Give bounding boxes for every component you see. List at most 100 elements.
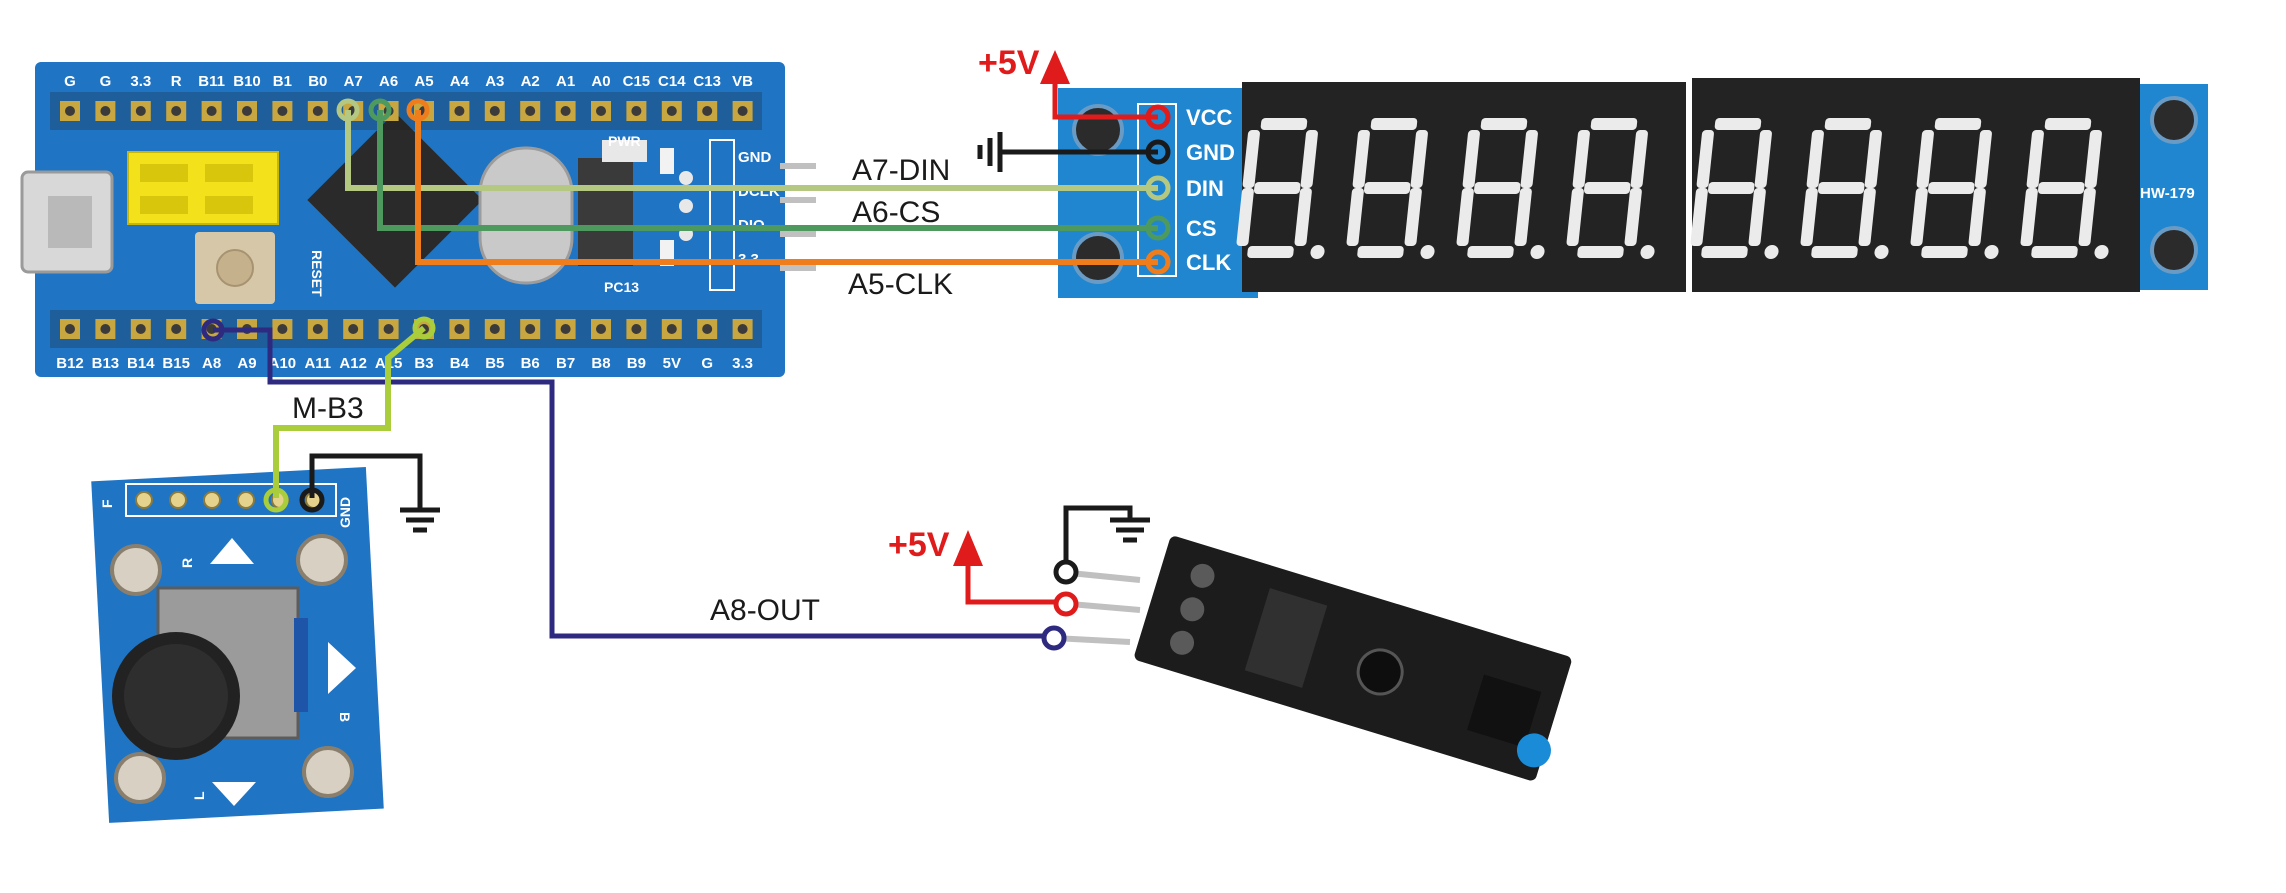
clk-board-ring bbox=[406, 98, 430, 122]
top-pin-hole bbox=[702, 106, 713, 116]
encoder-pin-gnd-label: GND bbox=[337, 497, 353, 528]
bottom-pin-hole bbox=[525, 324, 536, 334]
top-pin-hole bbox=[525, 106, 536, 116]
display-pin-label: CLK bbox=[1186, 250, 1231, 275]
encoder-arrow-r: R bbox=[179, 558, 195, 568]
bottom-pin-hole bbox=[489, 324, 500, 334]
bottom-pin-label: A10 bbox=[269, 355, 297, 372]
segment bbox=[1748, 188, 1766, 246]
bottom-pin-label: A12 bbox=[339, 355, 367, 372]
encoder-f-ring bbox=[263, 487, 289, 513]
wire-layer bbox=[213, 80, 1158, 639]
sensor-vcc-wire bbox=[965, 560, 1066, 605]
segment bbox=[1404, 188, 1422, 246]
bottom-pin-label: A11 bbox=[304, 355, 331, 372]
segment bbox=[1806, 130, 1824, 188]
top-pin-hole bbox=[171, 106, 182, 116]
encoder-pin bbox=[237, 491, 255, 509]
digit bbox=[1800, 118, 1889, 259]
segment bbox=[1247, 246, 1294, 258]
wire-endpoints bbox=[201, 98, 1171, 651]
top-pin-label: B11 bbox=[198, 73, 225, 90]
digit bbox=[1456, 118, 1545, 259]
bottom-pin-hole bbox=[737, 324, 748, 334]
plus5v-label-sensor: +5V bbox=[888, 526, 950, 564]
top-pin-label: A1 bbox=[556, 73, 575, 90]
ground-symbol-display bbox=[977, 132, 1003, 172]
ir-receiver bbox=[1467, 674, 1542, 748]
top-pin-hole bbox=[65, 106, 75, 116]
bottom-pin-label: 3.3 bbox=[732, 355, 753, 372]
decimal-point bbox=[1640, 245, 1655, 259]
clk-wire bbox=[415, 110, 1158, 265]
plus5v-arrow-sensor bbox=[953, 530, 983, 566]
segment bbox=[1701, 246, 1748, 258]
bottom-pin-label: B15 bbox=[162, 355, 190, 372]
digit bbox=[1566, 118, 1655, 259]
encoder-gnd-ring bbox=[299, 487, 325, 513]
top-pin-label: A3 bbox=[485, 73, 504, 90]
bottom-pin-label: B6 bbox=[521, 355, 540, 372]
bottom-pin-label: B14 bbox=[127, 355, 155, 372]
sensor-vcc-ring bbox=[1053, 591, 1079, 617]
segment bbox=[1590, 118, 1638, 130]
decimal-point bbox=[1420, 245, 1435, 259]
segment bbox=[1242, 130, 1260, 188]
encoder-header-outline bbox=[125, 483, 337, 517]
top-pin-label: A2 bbox=[521, 73, 540, 90]
bottom-pin-hole bbox=[65, 324, 75, 334]
segment bbox=[1346, 188, 1364, 246]
top-pin-hole bbox=[135, 106, 146, 116]
bottom-pin-label: B5 bbox=[485, 355, 504, 372]
top-pin-hole bbox=[277, 106, 288, 116]
top-pin-label: A4 bbox=[450, 73, 470, 90]
bottom-pin-hole bbox=[383, 324, 394, 334]
segment bbox=[1858, 188, 1876, 246]
sensor-gnd-wire bbox=[1063, 505, 1133, 570]
top-pin-hole bbox=[737, 106, 748, 116]
decimal-point bbox=[1764, 245, 1779, 259]
decimal-point bbox=[1984, 245, 1999, 259]
vcc-display-ring bbox=[1145, 104, 1171, 130]
segment bbox=[1624, 188, 1642, 246]
sensor-chip bbox=[1244, 588, 1328, 688]
display-pin-label: VCC bbox=[1186, 105, 1233, 130]
sensor-gnd-ring bbox=[1053, 559, 1079, 585]
b3-board-ring bbox=[412, 316, 436, 340]
encoder-pin bbox=[169, 491, 187, 509]
top-pin-label: G bbox=[100, 73, 112, 90]
sensor-pcb bbox=[1134, 536, 1572, 781]
reset-label: RESET bbox=[309, 250, 325, 297]
segment bbox=[1630, 130, 1648, 188]
segment bbox=[1410, 130, 1428, 188]
bottom-pin-label: G bbox=[701, 355, 713, 372]
top-pin-label: A7 bbox=[344, 73, 363, 90]
ground-symbol-encoder bbox=[400, 507, 440, 533]
bottom-pin-label: B8 bbox=[591, 355, 610, 372]
encoder-pin bbox=[203, 491, 221, 509]
segment bbox=[1456, 188, 1474, 246]
segment bbox=[1474, 182, 1521, 194]
segment bbox=[2038, 182, 2085, 194]
bottom-pin-hole bbox=[171, 324, 182, 334]
segment bbox=[1824, 118, 1872, 130]
segment bbox=[1714, 118, 1762, 130]
sensor-out-ring bbox=[1041, 625, 1067, 651]
cs-board-ring bbox=[368, 98, 392, 122]
digit bbox=[1236, 118, 1325, 259]
top-pin-hole bbox=[489, 106, 500, 116]
bottom-pin-label: B9 bbox=[627, 355, 646, 372]
top-pin-hole bbox=[242, 106, 252, 116]
segment bbox=[1467, 246, 1514, 258]
bottom-pin-hole bbox=[560, 324, 571, 334]
decimal-point bbox=[1530, 245, 1545, 259]
segment bbox=[1910, 188, 1928, 246]
segment bbox=[1800, 188, 1818, 246]
display-model-label: HW-179 bbox=[2140, 185, 2195, 202]
top-pin-hole bbox=[206, 106, 217, 116]
top-pin-label: A6 bbox=[379, 73, 398, 90]
decimal-point bbox=[1310, 245, 1325, 259]
